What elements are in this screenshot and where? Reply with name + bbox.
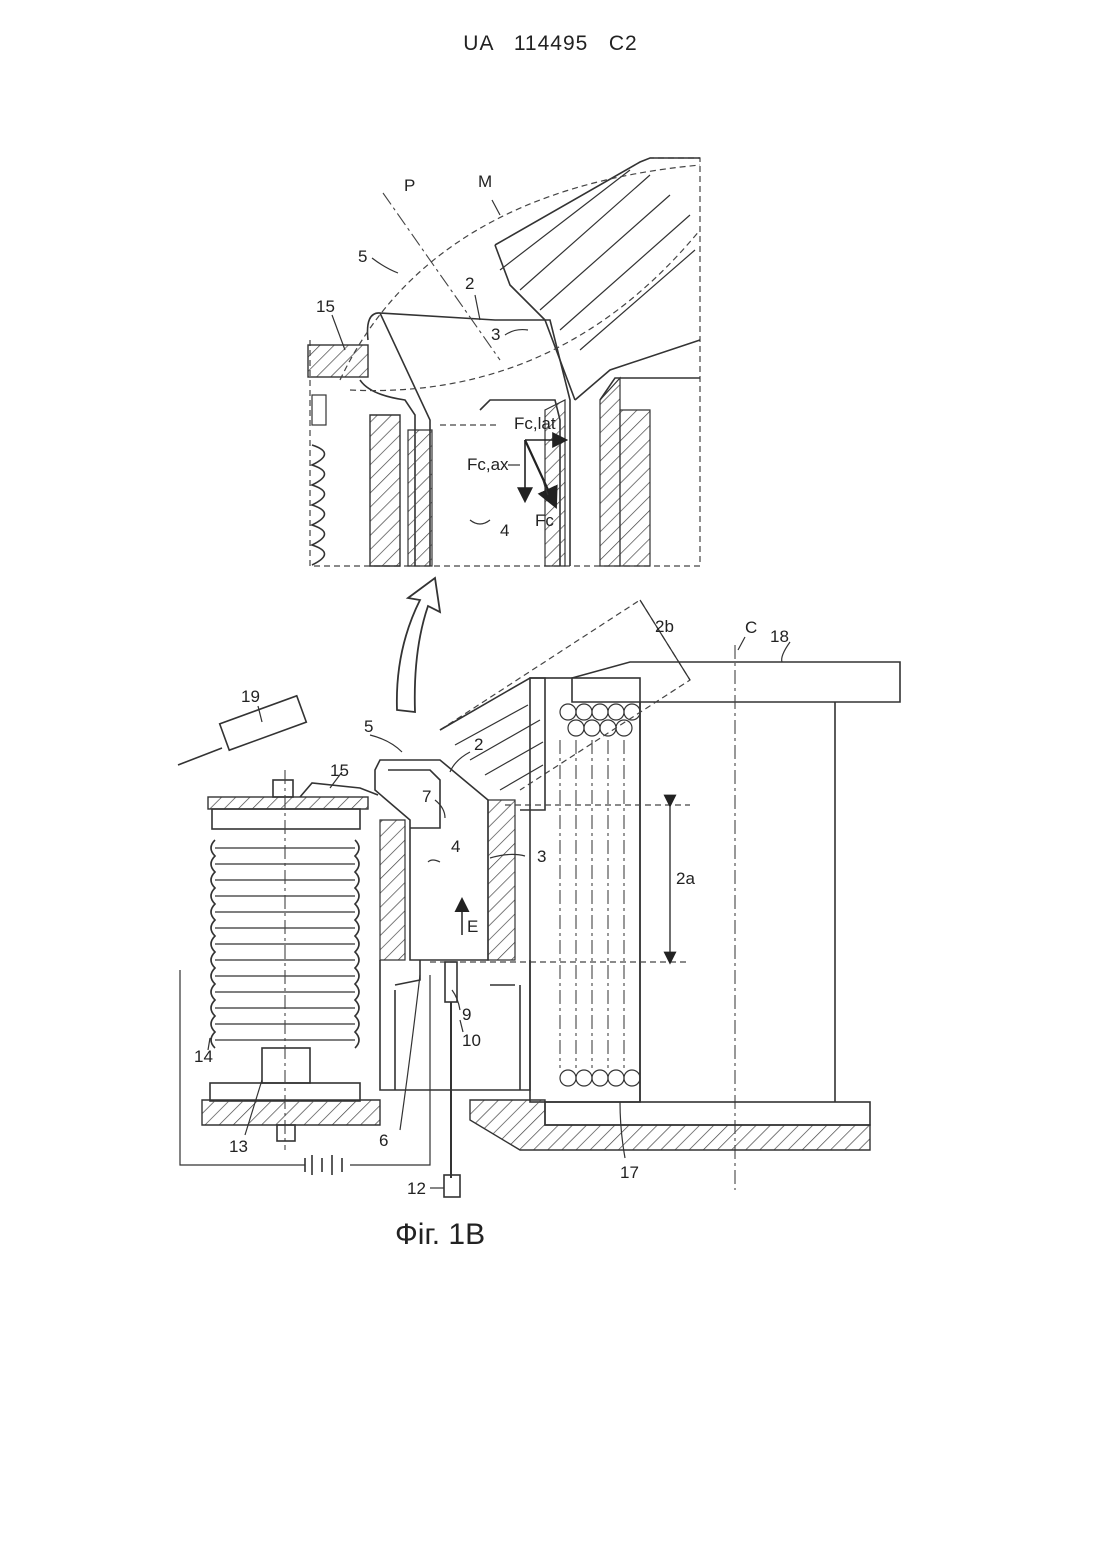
main-label-6: 6 [379, 1131, 388, 1150]
detail-view: P M 5 15 2 3 4 Fc,lat Fc,ax Fc [308, 158, 700, 566]
main-label-5: 5 [364, 717, 373, 736]
main-label-3: 3 [537, 847, 546, 866]
detail-coil-bumps [312, 445, 325, 565]
detail-label-4: 4 [500, 521, 509, 540]
bellows [208, 770, 378, 1150]
detail-label-3: 3 [491, 325, 500, 344]
figure-caption: Фіг. 1В [395, 1218, 485, 1252]
zoom-arrow [397, 578, 440, 712]
main-label-10: 10 [462, 1031, 481, 1050]
envelope-2b [440, 600, 690, 790]
coil-windings [530, 678, 640, 1102]
main-view: 19 5 15 2 2b C 18 7 4 3 2a E 9 10 14 13 … [178, 600, 900, 1198]
label-fc-ax: Fc,ax [467, 455, 509, 474]
main-label-7: 7 [422, 787, 431, 806]
main-label-4: 4 [451, 837, 460, 856]
label-2a: 2a [676, 869, 695, 888]
detail-label-15: 15 [316, 297, 335, 316]
label-fc-lat: Fc,lat [514, 414, 556, 433]
top-plate [572, 662, 900, 702]
main-label-18: 18 [770, 627, 789, 646]
label-p: P [404, 176, 415, 195]
detail-insulator [308, 345, 368, 377]
label-2b: 2b [655, 617, 674, 636]
plane-p-axis [383, 193, 500, 360]
main-label-12: 12 [407, 1179, 426, 1198]
main-label-15: 15 [330, 761, 349, 780]
main-label-17: 17 [620, 1163, 639, 1182]
sensor-19 [220, 696, 307, 750]
label-fc: Fc [535, 511, 554, 530]
main-label-19: 19 [241, 687, 260, 706]
label-e: E [467, 917, 478, 936]
main-label-14: 14 [194, 1047, 213, 1066]
main-label-13: 13 [229, 1137, 248, 1156]
detail-label-2: 2 [465, 274, 474, 293]
label-m: M [478, 172, 492, 191]
main-label-2: 2 [474, 735, 483, 754]
main-label-9: 9 [462, 1005, 471, 1024]
label-c: C [745, 618, 757, 637]
terminal-12 [444, 1175, 460, 1197]
detail-label-5: 5 [358, 247, 367, 266]
